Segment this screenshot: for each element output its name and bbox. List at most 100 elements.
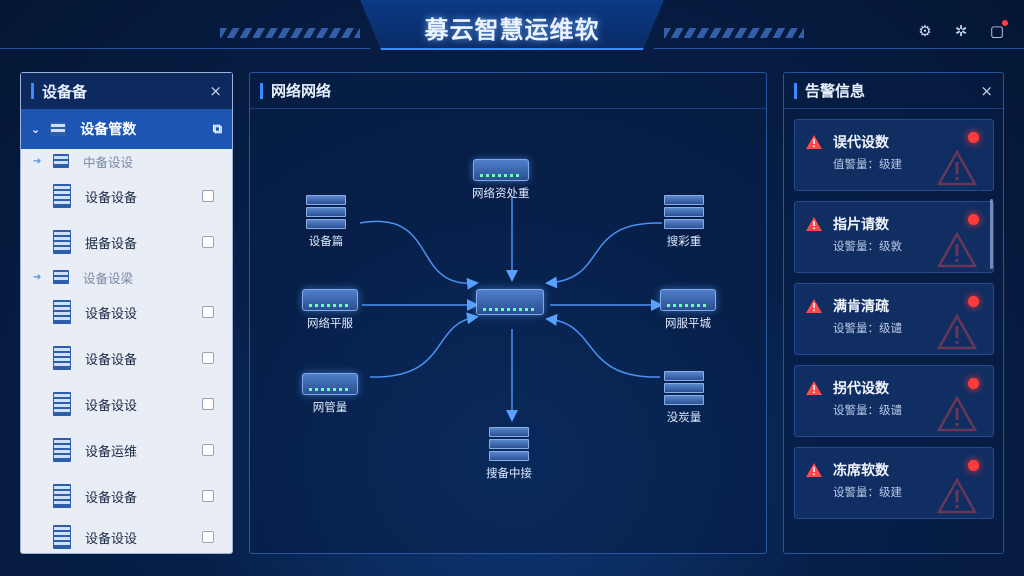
topology-node-top-right[interactable]: 搜彩重 — [664, 195, 704, 249]
notification-icon[interactable]: ▢ — [988, 20, 1008, 40]
topology-node-top-left[interactable]: 设备篇 — [306, 195, 346, 249]
item-checkbox[interactable] — [202, 352, 214, 364]
alert-title: 误代设数 — [833, 135, 889, 151]
alert-panel: 告警信息 × 误代设数 值警量：级建 指片请数 设警量：级敦 满肯清疏 设警量：… — [783, 72, 1004, 554]
item-checkbox[interactable] — [202, 444, 214, 456]
node-label: 搜彩重 — [666, 234, 702, 248]
item-checkbox[interactable] — [202, 398, 214, 410]
switch-icon — [476, 289, 544, 315]
tree-item[interactable]: 设备设备 — [21, 173, 232, 219]
topology-node-mid-left[interactable]: 网络平服 — [302, 289, 358, 331]
alert-card[interactable]: 满肯清疏 设警量：级谴 — [794, 283, 994, 355]
node-label: 设备篇 — [308, 234, 344, 248]
app-title: 募云智慧运维软 — [424, 16, 600, 44]
tree-item[interactable]: 设备运维 — [21, 427, 232, 473]
tree-group[interactable]: ➔ 设备设梁 — [21, 265, 232, 289]
title-accent-bar — [260, 82, 263, 99]
node-label: 网管量 — [312, 400, 348, 414]
server-icon — [53, 484, 71, 508]
server-icon — [53, 300, 71, 324]
alert-card[interactable]: 误代设数 值警量：级建 — [794, 119, 994, 191]
topology-panel-header: 网络网络 — [250, 73, 766, 109]
tree-item-label: 设备设备 — [85, 190, 138, 206]
topology-links — [359, 197, 663, 422]
topology-node-bot-right[interactable]: 没炭量 — [664, 371, 704, 425]
tree-item[interactable]: 据备设备 — [21, 219, 232, 265]
alert-panel-title: 告警信息 — [805, 82, 866, 100]
tree-group[interactable]: ➔ 中备设设 — [21, 149, 232, 173]
topology-node-mid-right[interactable]: 网服平城 — [660, 289, 716, 331]
node-label: 网服平城 — [665, 316, 711, 330]
tree-item-label: 设备设设 — [85, 306, 138, 322]
alert-status-dot — [968, 460, 979, 471]
node-label: 搜备中接 — [486, 466, 532, 480]
device-icon — [50, 122, 67, 136]
alert-card[interactable]: 拐代设数 设警量：级谴 — [794, 365, 994, 437]
alert-card[interactable]: 指片请数 设警量：级敦 — [794, 201, 994, 273]
external-link-icon[interactable]: ⧉ — [212, 121, 222, 137]
alert-title: 满肯清疏 — [833, 299, 889, 315]
topology-node-bot-left[interactable]: 网管量 — [302, 373, 358, 415]
topology-node-top[interactable]: 网络资处重 — [472, 159, 530, 201]
tree-item-label: 据备设备 — [85, 236, 138, 252]
alert-level: 设警量：级谴 — [833, 321, 902, 335]
header-deco-left — [220, 28, 360, 38]
chevron-right-icon[interactable]: ➔ — [33, 155, 42, 167]
server-icon — [53, 230, 71, 254]
device-icon — [53, 270, 69, 284]
core-switch-node[interactable] — [476, 289, 544, 315]
header-icon-group: ⚙ ✲ ▢ — [916, 20, 1008, 40]
header-line-left — [0, 48, 370, 49]
tree-item[interactable]: 设备设备 — [21, 473, 232, 519]
item-checkbox[interactable] — [202, 236, 214, 248]
tree-root-item[interactable]: ⌄ 设备管数 ⧉ — [21, 109, 232, 149]
notification-dot — [1002, 20, 1008, 26]
tree-root-label: 设备管数 — [80, 122, 137, 138]
warning-icon — [806, 381, 822, 395]
item-checkbox[interactable] — [202, 306, 214, 318]
item-checkbox[interactable] — [202, 531, 214, 543]
item-checkbox[interactable] — [202, 490, 214, 502]
gear-icon[interactable]: ⚙ — [918, 22, 932, 40]
server-icon — [53, 525, 71, 549]
settings-icon[interactable]: ✲ — [954, 22, 968, 40]
chevron-right-icon[interactable]: ➔ — [33, 271, 42, 283]
tree-item[interactable]: 设备设备 — [21, 335, 232, 381]
chevron-down-icon[interactable]: ⌄ — [31, 122, 41, 136]
alert-level: 值警量：级建 — [833, 157, 902, 171]
item-checkbox[interactable] — [202, 190, 214, 202]
close-icon[interactable]: × — [980, 81, 993, 100]
alert-level: 设警量：级敦 — [833, 239, 902, 253]
close-icon[interactable]: × — [209, 82, 222, 100]
server-icon — [53, 184, 71, 208]
alert-scrollbar[interactable] — [990, 199, 993, 269]
link-top-right — [545, 222, 663, 289]
server-icon — [53, 392, 71, 416]
warning-icon — [937, 314, 977, 350]
network-topology: 网络资处重 设备篇 搜彩重 网络平服 网服平城 网管量 没炭量 搜备中接 — [250, 109, 768, 555]
tree-item-label: 设备设备 — [85, 352, 138, 368]
device-icon — [53, 154, 69, 168]
title-accent-bar — [31, 83, 34, 99]
tree-item[interactable]: 设备设设 — [21, 381, 232, 427]
tree-item-label: 设备设设 — [85, 531, 138, 547]
topology-node-bottom[interactable]: 搜备中接 — [486, 427, 532, 481]
header-line-right — [654, 48, 1024, 49]
alert-title: 冻席软数 — [833, 463, 889, 479]
header-title-bar — [360, 0, 664, 50]
tree-item[interactable]: 设备设设 — [21, 519, 232, 555]
alert-title: 拐代设数 — [833, 381, 889, 397]
tree-item[interactable]: 设备设设 — [21, 289, 232, 335]
server-icon — [53, 346, 71, 370]
topology-panel-title: 网络网络 — [271, 82, 332, 100]
tree-group-label: 设备设梁 — [83, 270, 134, 286]
alert-level: 设警量：级建 — [833, 485, 902, 499]
alert-status-dot — [968, 214, 979, 225]
warning-icon — [937, 150, 977, 186]
device-tree: ➔ 中备设设 设备设备 据备设备 ➔ 设备设梁 设备设设 设备设备 — [21, 149, 232, 555]
node-label: 网络平服 — [307, 316, 353, 330]
alert-card[interactable]: 冻席软数 设警量：级建 — [794, 447, 994, 519]
warning-icon — [937, 232, 977, 268]
warning-icon — [806, 217, 822, 231]
title-accent-bar — [794, 82, 797, 99]
